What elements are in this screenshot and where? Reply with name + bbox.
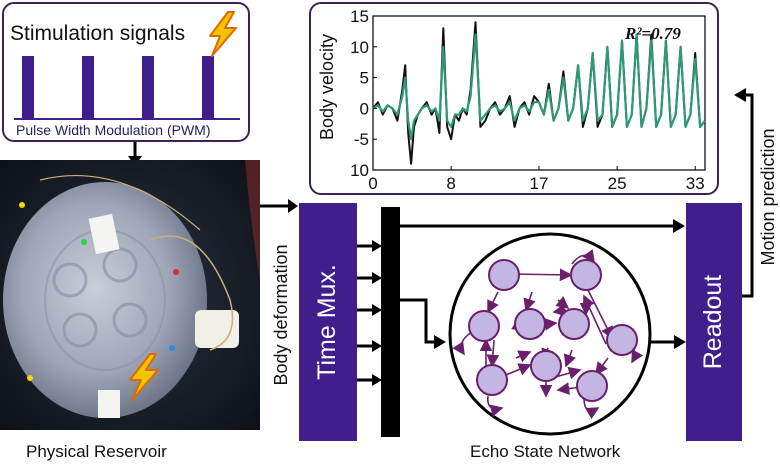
lightning-bolt-icon [129,353,159,401]
echo-state-network [448,232,652,436]
y-tick-label: 10 [350,161,369,180]
x-tick-label: 33 [686,174,705,193]
chart-ylabel: Body velocity [317,33,337,141]
esn-neuron [476,364,508,396]
lightning-bolt-icon [209,11,237,57]
y-tick-label: 10 [350,38,369,57]
pwm-pulse [22,56,34,118]
pwm-signal [14,56,240,120]
esn-neuron [576,370,608,402]
esn-neuron [488,259,520,291]
pwm-pulse [142,56,154,118]
velocity-chart-panel: 0 8 17 25 33 15 10 5 0 -5 10 Body velocity R²=0.79 [309,2,719,195]
stimulation-title: Stimulation signals [10,22,186,45]
x-tick-label: 25 [608,174,627,193]
stimulation-panel: Stimulation signals Pulse Width Modulati… [2,2,250,142]
x-tick-label: 17 [530,174,549,193]
chart-annotation: R²=0.79 [625,24,681,43]
esn-neuron [570,259,602,291]
esn-caption: Echo State Network [470,442,621,461]
esn-neuron [514,308,546,340]
y-tick-label: 15 [350,7,369,26]
y-tick-label: 5 [360,69,369,88]
y-tick-label: -5 [354,130,369,149]
readout-label: Readout [699,274,727,370]
esn-neuron [558,308,590,340]
x-tick-label: 0 [368,174,377,193]
jellyfish-photo [0,160,260,430]
esn-neuron [468,310,500,342]
esn-neuron [530,350,562,382]
pwm-pulse [202,56,214,118]
reservoir-caption: Physical Reservoir [26,442,167,461]
timemux-output-arrows [357,240,382,386]
arrow-reservoir-to-timemux [260,199,298,213]
readout-block: Readout [686,203,742,441]
motion-prediction-label: Motion prediction [758,128,778,266]
y-tick-label: 0 [360,99,369,118]
time-mux-block: Time Mux. [299,203,357,441]
esn-neuron [606,324,638,356]
pwm-label: Pulse Width Modulation (PWM) [16,122,211,138]
velocity-chart: 0 8 17 25 33 15 10 5 0 -5 10 [350,7,706,193]
series-line [372,33,706,141]
pwm-pulse [82,56,94,118]
x-tick-label: 8 [446,174,455,193]
output-bus [381,207,400,437]
